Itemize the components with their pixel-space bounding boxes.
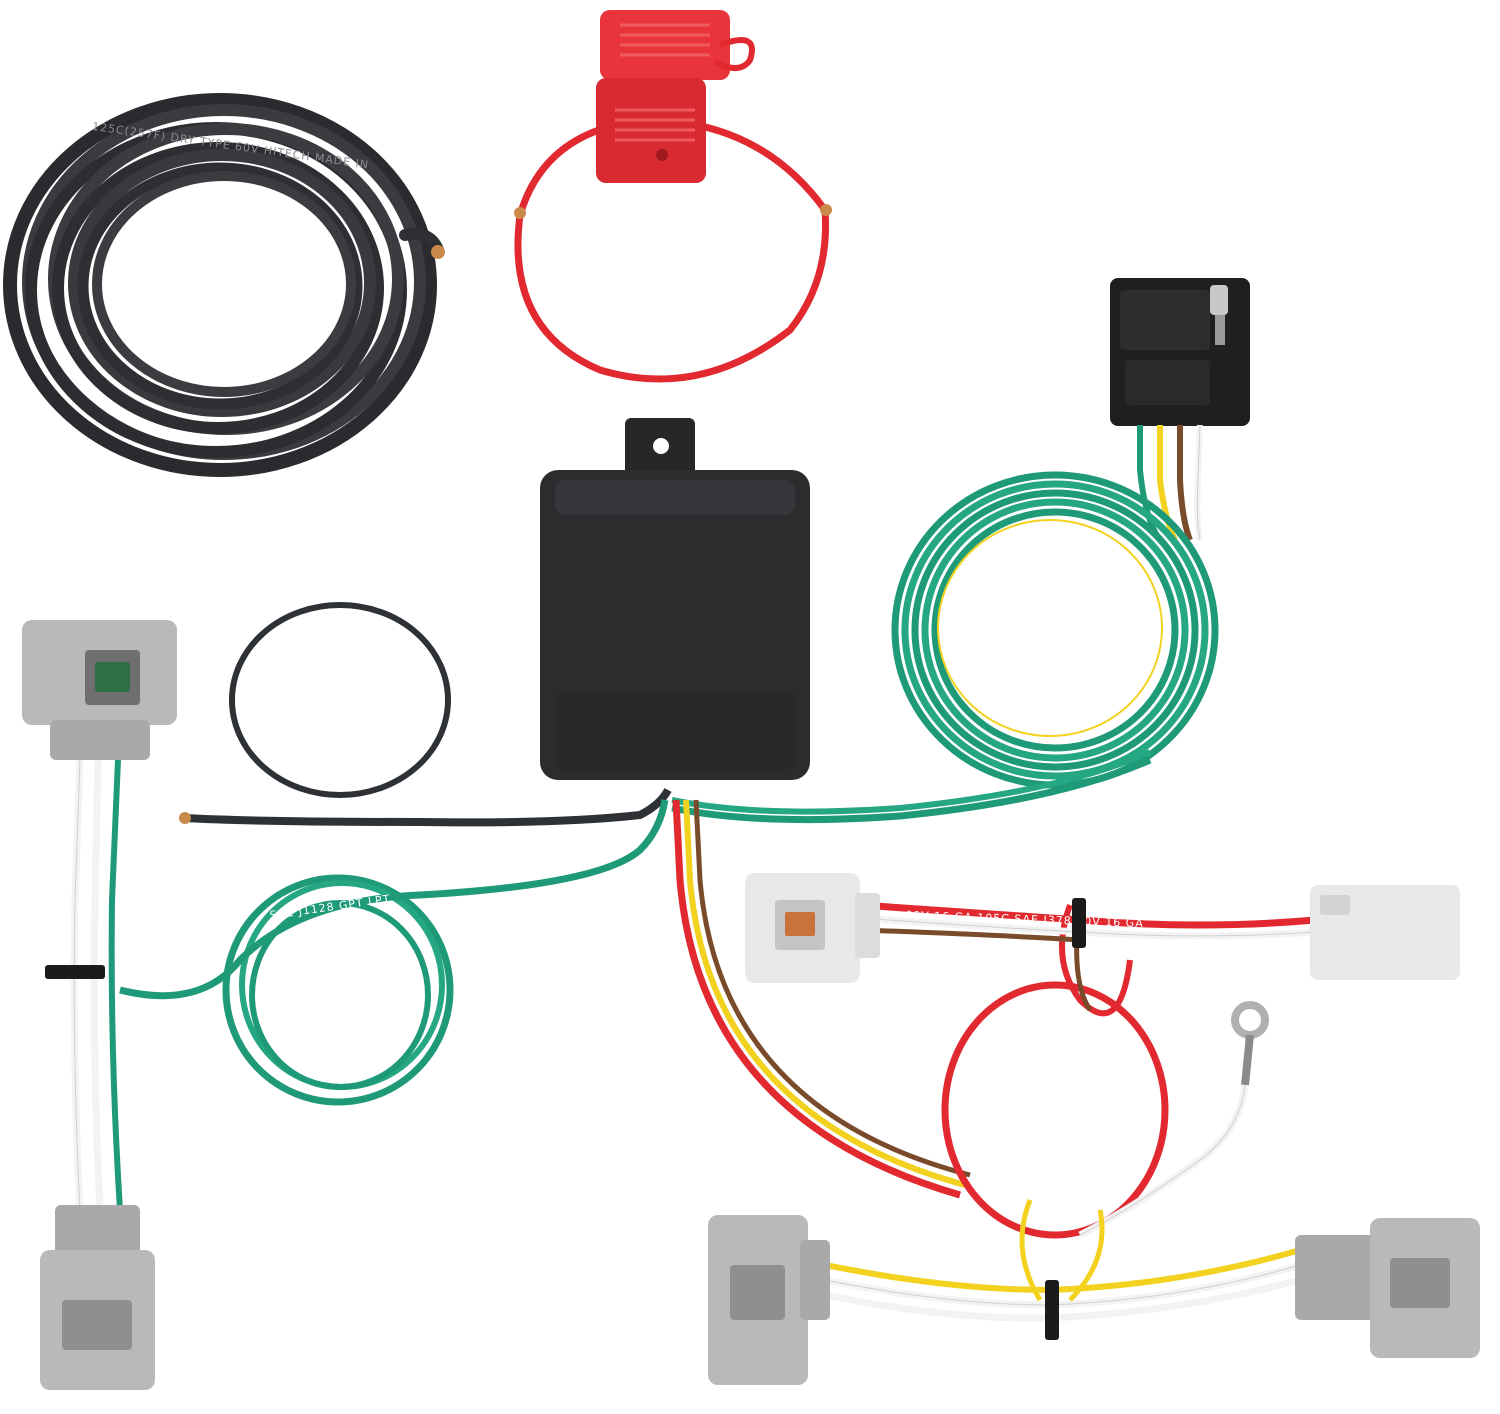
red-wire-loop bbox=[941, 903, 1169, 1239]
green-4-way-wire-coil bbox=[671, 471, 1219, 824]
left-vehicle-plug-harness bbox=[22, 620, 177, 1390]
small-black-wire-loop bbox=[179, 602, 672, 827]
gray-vehicle-plug-pair bbox=[708, 1199, 1480, 1385]
converter-module-box bbox=[540, 418, 810, 780]
white-vehicle-plug-pair: 60V 16 GA 105C SAE J378 50V 16 GA bbox=[745, 873, 1460, 983]
ring-terminal-ground bbox=[1078, 1001, 1269, 1239]
inline-fuse-holder bbox=[514, 10, 832, 383]
4-way-flat-connector bbox=[1110, 278, 1250, 542]
black-power-wire-coil: 125C(257F) DRY TYPE 60V HITECH MADE IN bbox=[3, 93, 445, 477]
green-wire-loop-left: SAE J1128 GPT LPT bbox=[119, 799, 669, 1106]
module-output-wire-bundle bbox=[672, 799, 971, 1199]
